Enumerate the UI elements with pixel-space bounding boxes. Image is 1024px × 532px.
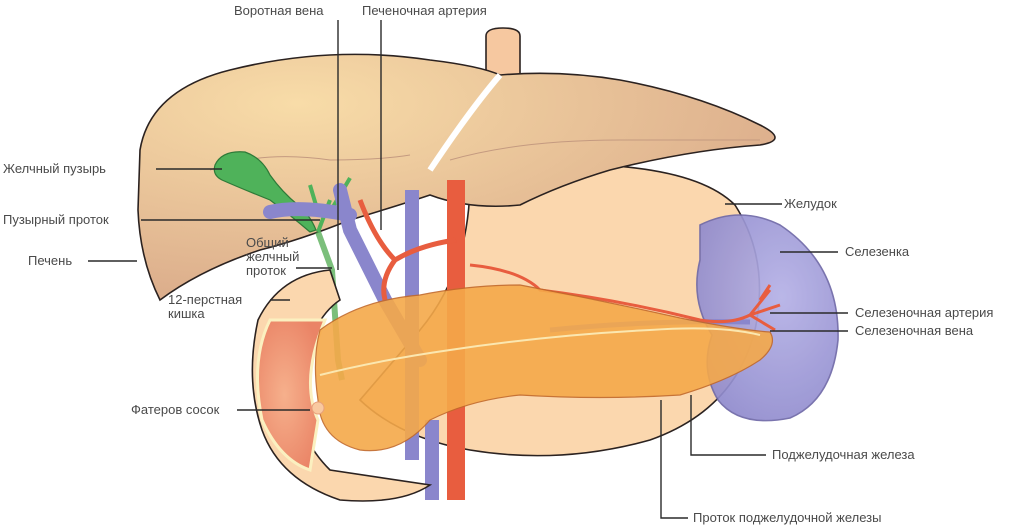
leader-lines xyxy=(88,20,848,519)
label-portal-vein: Воротная вена xyxy=(234,3,324,18)
duodenum xyxy=(251,269,433,502)
label-common-bile-duct-2: желчный xyxy=(246,249,299,264)
splenic-artery xyxy=(469,263,781,332)
label-stomach: Желудок xyxy=(784,196,837,211)
label-common-bile-duct-1: Общий xyxy=(246,235,289,250)
label-common-bile-duct-3: проток xyxy=(246,263,286,278)
label-cystic-duct: Пузырный проток xyxy=(3,212,109,227)
spleen xyxy=(696,214,839,422)
label-liver: Печень xyxy=(28,253,72,268)
label-vater-papilla: Фатеров сосок xyxy=(131,402,220,417)
pancreatic-duct xyxy=(319,327,761,376)
label-hepatic-artery: Печеночная артерия xyxy=(362,3,487,18)
vater-papilla xyxy=(311,401,325,415)
label-pancreas: Поджелудочная железа xyxy=(772,447,915,462)
label-duodenum-1: 12-перстная xyxy=(168,292,242,307)
label-pancreatic-duct: Проток поджелудочной железы xyxy=(693,510,882,525)
hepatic-artery xyxy=(357,199,457,301)
label-spleen: Селезенка xyxy=(845,244,910,259)
label-splenic-vein: Селезеночная вена xyxy=(855,323,974,338)
liver xyxy=(137,53,776,302)
pancreas xyxy=(314,284,773,452)
label-gallbladder: Желчный пузырь xyxy=(3,161,106,176)
esophagus xyxy=(485,27,521,81)
label-splenic-artery: Селезеночная артерия xyxy=(855,305,993,320)
label-duodenum-2: кишка xyxy=(168,306,205,321)
